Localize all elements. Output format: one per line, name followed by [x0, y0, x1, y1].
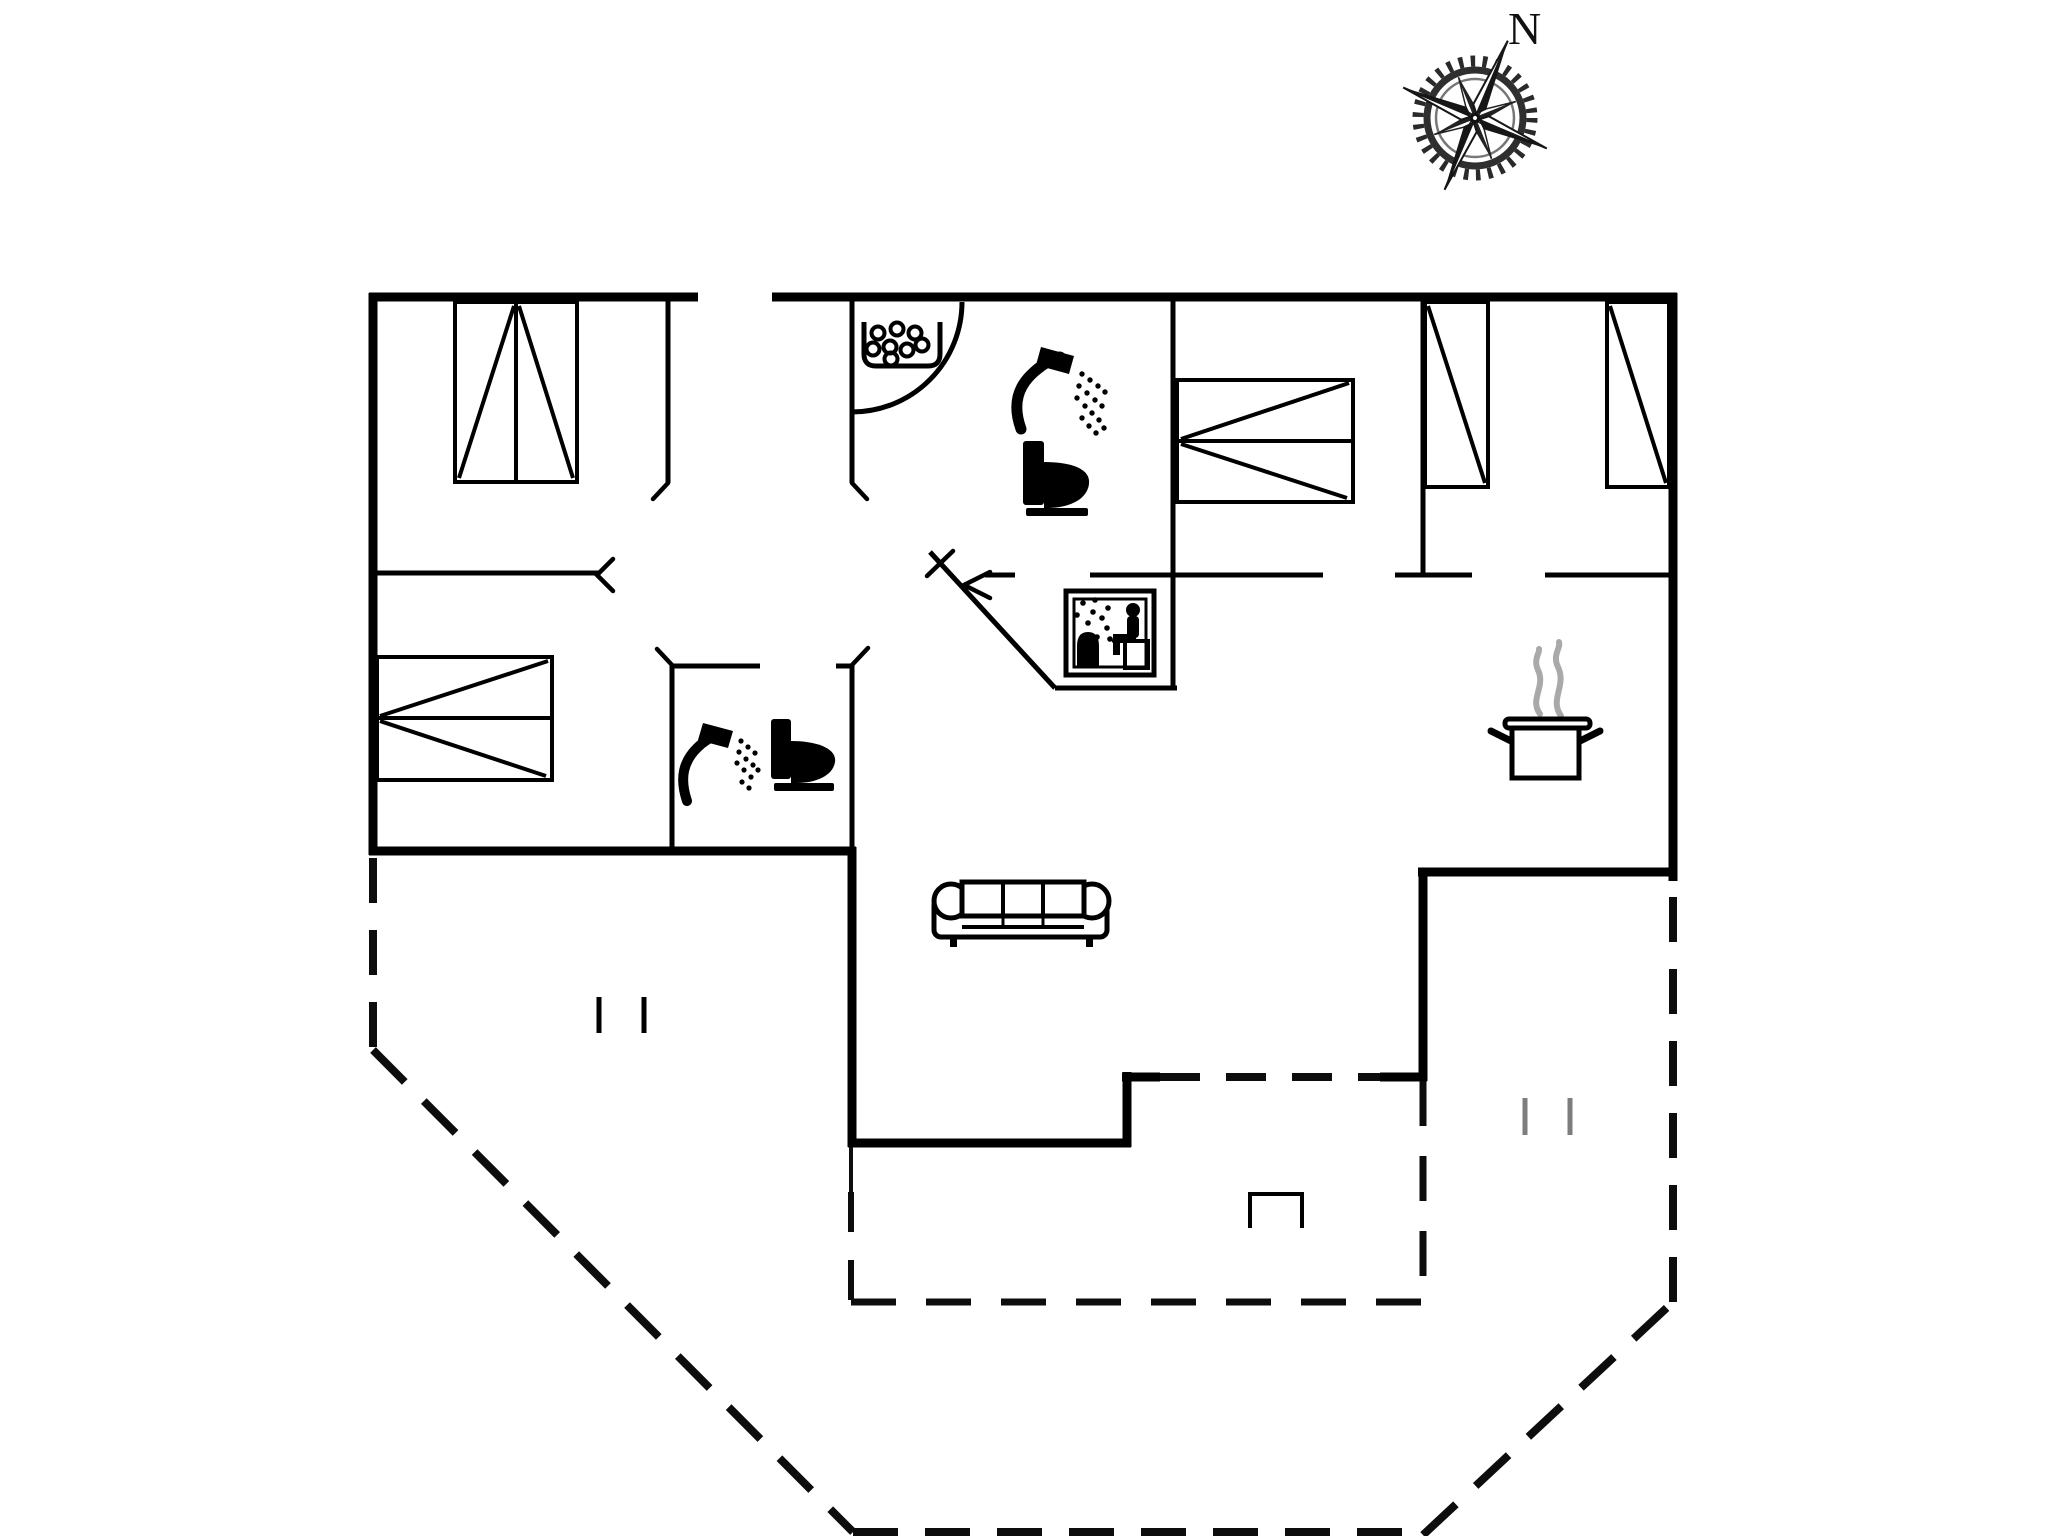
- spray-dots: [734, 738, 761, 791]
- shower-icon: [1011, 347, 1108, 436]
- spray-dots: [1074, 371, 1108, 436]
- toilet-icon: [1023, 441, 1090, 516]
- door-tick: [654, 646, 675, 668]
- sofa-leg: [950, 936, 957, 947]
- door-tick: [924, 548, 956, 579]
- compass-ring: [1423, 66, 1527, 170]
- bathroom-west-fixtures: [678, 719, 836, 806]
- terrace-boundary: [369, 858, 1677, 1536]
- compass-rose-icon: N: [1402, 3, 1548, 191]
- double-bed-icon: [453, 300, 579, 484]
- compass-needles: [1402, 40, 1548, 191]
- sauna-bench: [1123, 639, 1150, 670]
- toilet-icon: [771, 719, 836, 791]
- sofa-icon: [931, 879, 1112, 947]
- sauna-diagonal-wall: [928, 550, 1057, 690]
- door-chevron: [958, 569, 993, 601]
- sauna-steam-dots: [1074, 597, 1113, 642]
- bubbles: [864, 320, 931, 368]
- steam: [1533, 646, 1544, 717]
- sauna-icon: [1063, 588, 1157, 678]
- compass-diagonal-needles: [1433, 76, 1517, 160]
- bubble-tray: [861, 322, 943, 369]
- single-bed-icon: [1423, 300, 1490, 489]
- sauna-person: [1113, 603, 1140, 655]
- door-tick: [849, 645, 871, 668]
- sauna-stove: [1077, 632, 1099, 666]
- sofa-back: [959, 879, 1087, 919]
- compass-inner-ring: [1434, 77, 1516, 159]
- double-bed-icon: [375, 655, 554, 782]
- whirlpool-corner-bath-icon: [861, 320, 943, 369]
- terrace-step-marker: [1248, 1192, 1304, 1228]
- compass-teeth: [1412, 55, 1538, 181]
- door-tick: [650, 480, 671, 502]
- beds: [375, 300, 1671, 782]
- shower-icon: [678, 723, 761, 806]
- cooking-pot-icon: [1487, 639, 1604, 781]
- sofa-leg: [1086, 936, 1093, 947]
- sofa-seat-dividers: [1001, 916, 1045, 927]
- single-bed-icon: [1605, 300, 1671, 489]
- pot-handle: [1576, 727, 1604, 745]
- door-tick: [849, 480, 870, 502]
- terrace-step-markers: [596, 997, 1573, 1228]
- sofa-cushion-dividers: [1001, 882, 1045, 916]
- bathroom-north-fixtures: [861, 320, 1108, 516]
- pot-handle: [1487, 727, 1515, 745]
- north-label: N: [1508, 3, 1541, 54]
- corner-bath-arc: [851, 301, 965, 415]
- door-marks: [593, 480, 993, 668]
- door-chevron: [593, 556, 616, 594]
- terrace-southwest-diagonal: [370, 1047, 856, 1535]
- terrace-southeast-diagonal: [1420, 1299, 1676, 1536]
- steam: [1552, 639, 1564, 719]
- double-bed-icon: [1175, 378, 1355, 504]
